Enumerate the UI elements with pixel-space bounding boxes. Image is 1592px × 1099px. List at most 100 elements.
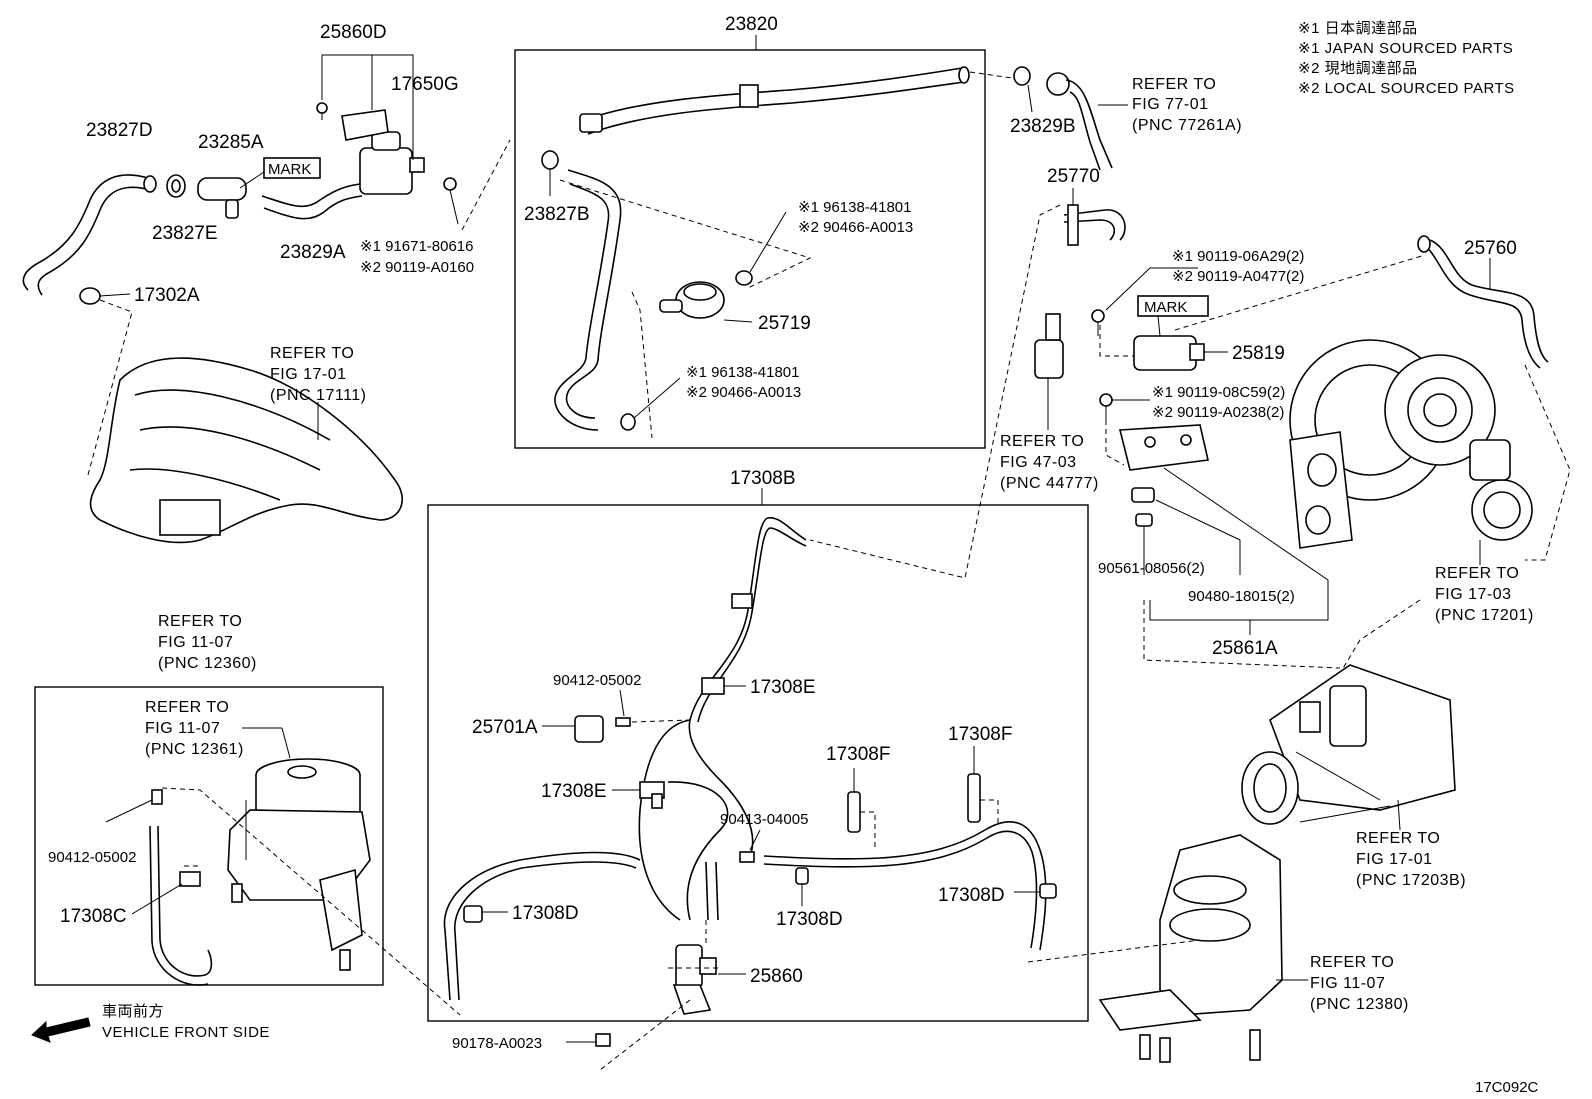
svg-text:FIG 77-01: FIG 77-01 [1132, 96, 1209, 113]
alt-part-e2: ※2 90119-A0238(2) [1152, 404, 1284, 421]
label-90480: 90480-18015(2) [1188, 588, 1295, 605]
engine-mount-left-drawing [227, 758, 371, 971]
svg-text:(PNC 17111): (PNC 17111) [270, 387, 367, 404]
label-25719: 25719 [758, 313, 811, 334]
hose-77261A-drawing [1065, 79, 1113, 169]
leader-ref-12361-2 [281, 727, 291, 759]
label-17308E-b: 17308E [541, 781, 607, 802]
svg-text:(PNC 17201): (PNC 17201) [1435, 607, 1534, 624]
clip-17308E-b-drawing [639, 781, 665, 809]
hose-23827D-drawing [22, 174, 157, 296]
bracket-25861A-drawing [1118, 424, 1209, 471]
leader-96138-b [633, 377, 681, 419]
svg-text:(PNC 12380): (PNC 12380) [1310, 996, 1409, 1013]
hose-17308B-drawing [443, 517, 1047, 1001]
label-23829A: 23829A [280, 242, 346, 263]
dash-18 [599, 999, 691, 1071]
ref-77261A: REFER TO FIG 77-01 (PNC 77261A) [1132, 76, 1242, 134]
intake-manifold-drawing [89, 357, 404, 544]
leader-mark-2 [1157, 315, 1161, 337]
label-25860: 25860 [750, 966, 803, 987]
label-25819: 25819 [1232, 343, 1285, 364]
dash-8 [1143, 600, 1341, 669]
svg-text:FIG 17-01: FIG 17-01 [270, 366, 347, 383]
hose-77261A-drawing-2 [1069, 91, 1101, 171]
note-line-1: ※1 日本調達部品 [1298, 20, 1418, 37]
label-23827B: 23827B [524, 204, 590, 225]
label-17302A: 17302A [134, 285, 200, 306]
clip-17308F-b-drawing [967, 773, 981, 823]
svg-text:REFER TO: REFER TO [1356, 830, 1440, 847]
svg-text:REFER TO: REFER TO [1000, 433, 1084, 450]
clip-17308F-a-drawing [847, 791, 861, 833]
label-23285A: 23285A [198, 132, 264, 153]
leader-ref-17203B [1397, 799, 1401, 831]
vsv-17650G-drawing [341, 109, 425, 195]
dash-9 [1174, 254, 1426, 331]
dash-7 [1105, 420, 1125, 466]
label-90412-a: 90412-05002 [553, 672, 641, 689]
label-90178: 90178-A0023 [452, 1035, 542, 1052]
clamp-17302A-drawing [79, 287, 101, 305]
dash-19 [161, 787, 461, 1016]
svg-text:REFER TO: REFER TO [1435, 565, 1519, 582]
hose-25760-drawing [1417, 235, 1549, 369]
svg-text:FIG 11-07: FIG 11-07 [145, 720, 220, 737]
svg-text:REFER TO: REFER TO [158, 613, 242, 630]
clip-17308D-a-drawing [795, 867, 809, 885]
svg-text:(PNC 17203B): (PNC 17203B) [1356, 872, 1466, 889]
clamp-23827E-drawing [166, 174, 186, 198]
alt-part-c2: ※2 90466-A0013 [686, 384, 801, 401]
vsv-25819-drawing [1133, 335, 1205, 371]
figure-code: 17C092C [1475, 1079, 1539, 1096]
leader-90119-06A29 [1105, 267, 1198, 311]
svg-text:FIG 17-03: FIG 17-03 [1435, 586, 1512, 603]
ref-12361: REFER TO FIG 11-07 (PNC 12361) [145, 699, 243, 758]
clip-17308B-drawing [731, 593, 753, 609]
bolt-25860D-drawing [316, 102, 328, 120]
clip-17308D-b-drawing [1039, 883, 1057, 899]
tube-17308C-drawing [149, 789, 213, 986]
tube-25770-drawing [1063, 204, 1126, 246]
ref-17201: REFER TO FIG 17-03 (PNC 17201) [1435, 565, 1534, 624]
leader-23829B [1027, 84, 1033, 113]
bolt-90119-08C59-drawing [1099, 393, 1113, 420]
ref-17111: REFER TO FIG 17-01 (PNC 17111) [270, 345, 367, 404]
alt-part-d2: ※2 90119-A0477(2) [1172, 268, 1304, 285]
label-17308F-a: 17308F [826, 744, 890, 765]
svg-text:FIG 17-01: FIG 17-01 [1356, 851, 1433, 868]
dash-12 [1027, 939, 1201, 963]
label-23827D: 23827D [86, 120, 153, 141]
alt-part-a2: ※2 90119-A0160 [360, 259, 474, 276]
valve-23285A-drawing [197, 171, 265, 219]
label-90413: 90413-04005 [720, 811, 808, 828]
bolt-91671-drawing [443, 177, 459, 225]
leader-25719 [723, 319, 753, 323]
vsv-25860-drawing [672, 944, 717, 1015]
clip-17308D-c-drawing [463, 905, 483, 923]
leader-96138-a [749, 211, 787, 273]
dash-10 [1524, 364, 1571, 561]
label-23829B: 23829B [1010, 116, 1076, 137]
dash-5 [809, 204, 1061, 579]
leader-90412 [619, 689, 625, 717]
cushion-90480-drawing [1131, 487, 1155, 527]
hose-23820-drawing [579, 66, 970, 135]
ref-12360: REFER TO FIG 11-07 (PNC 12360) [158, 613, 256, 672]
dash-14 [860, 811, 876, 848]
leader-90412-b [105, 799, 153, 823]
label-17308D-b: 17308D [938, 885, 1005, 906]
label-25701A: 25701A [472, 717, 538, 738]
dash-4 [969, 71, 1013, 79]
dash-2 [559, 179, 812, 289]
label-25770: 25770 [1047, 166, 1100, 187]
valve-25719-drawing [659, 281, 725, 319]
group-box-23820 [514, 49, 986, 449]
label-17308F-b: 17308F [948, 724, 1012, 745]
label-90412-b: 90412-05002 [48, 849, 136, 866]
ref-44777: REFER TO FIG 47-03 (PNC 44777) [1000, 433, 1098, 492]
alt-part-a1: ※1 91671-80616 [360, 238, 474, 255]
dash-3 [631, 291, 653, 439]
svg-text:REFER TO: REFER TO [1310, 954, 1394, 971]
